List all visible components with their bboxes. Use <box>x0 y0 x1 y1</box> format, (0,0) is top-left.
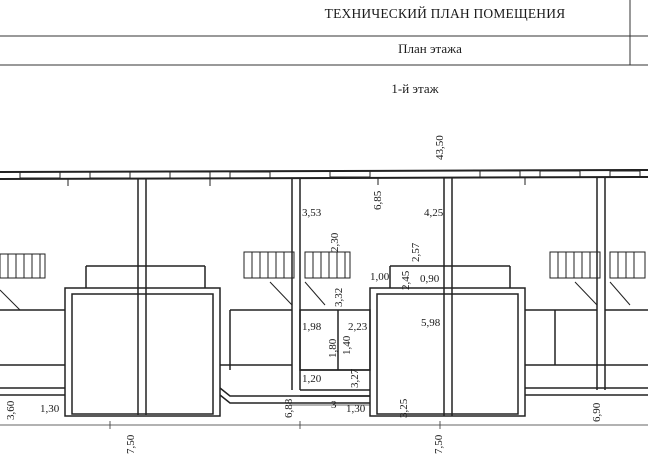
dim-2-57: 2,57 <box>410 242 422 262</box>
dim-5-98: 5,98 <box>421 317 441 329</box>
dim-1-80: 1,80 <box>327 338 339 358</box>
facade-wall <box>0 169 648 186</box>
dim-1-00: 1,00 <box>370 271 390 283</box>
dim-6-90: 6,90 <box>591 402 603 422</box>
dim-3-53: 3,53 <box>302 207 322 219</box>
dim-43-50: 43,50 <box>434 135 446 160</box>
dimension-labels: 43,50 6,85 3,53 4,25 2,30 2,57 1,00 2,45… <box>5 135 603 454</box>
dimension-lines <box>0 404 648 429</box>
stair-block-center-left <box>243 251 351 306</box>
dim-2-45: 2,45 <box>400 270 412 290</box>
document-title: ТЕХНИЧЕСКИЙ ПЛАН ПОМЕЩЕНИЯ <box>324 6 566 21</box>
dim-0-90: 0,90 <box>420 273 440 285</box>
header-table-lines <box>0 0 648 66</box>
dim-3-60: 3,60 <box>5 400 17 420</box>
dim-6-85: 6,85 <box>372 190 384 210</box>
dim-7-50-left: 7,50 <box>125 434 137 454</box>
dim-4-25: 4,25 <box>424 207 444 219</box>
dim-3-27: 3,27 <box>349 368 361 388</box>
dim-1-30-left: 1,30 <box>40 403 60 415</box>
dim-7-50-mid: 7,50 <box>433 434 445 454</box>
dim-1-98: 1,98 <box>302 321 322 333</box>
dim-6-88: 6,88 <box>283 398 295 418</box>
dim-3-32: 3,32 <box>333 288 345 307</box>
dim-1-30-mid: 1,30 <box>346 403 366 415</box>
dim-1-40: 1,40 <box>341 335 353 355</box>
dim-2-23: 2,23 <box>348 321 368 333</box>
dim-3-25: 3,25 <box>398 398 410 418</box>
interior-walls <box>0 178 648 417</box>
floor-label: 1-й этаж <box>391 81 439 96</box>
dim-1-20: 1,20 <box>302 373 322 385</box>
section-title: План этажа <box>398 41 462 56</box>
stair-block-left <box>0 253 46 311</box>
dim-2-30: 2,30 <box>329 232 341 252</box>
stair-block-right <box>549 251 646 306</box>
